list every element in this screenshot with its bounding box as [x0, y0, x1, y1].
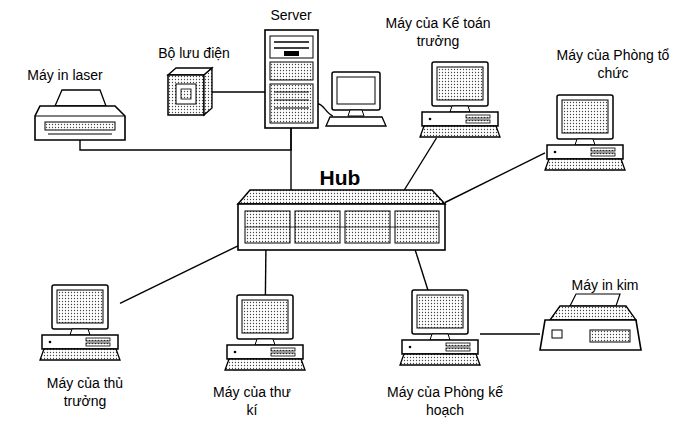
- computer-icon: [225, 295, 305, 370]
- device-label: Máy của thư kí: [212, 383, 292, 419]
- network-cable: [404, 138, 436, 190]
- device-label: Bộ lưu điện: [140, 44, 248, 62]
- laser-printer: [35, 90, 125, 140]
- device-label: Server: [255, 6, 327, 24]
- device-title: Hub: [300, 166, 380, 190]
- ups-box: [168, 68, 212, 115]
- computer-icon: [400, 290, 480, 365]
- server-tower: [265, 30, 318, 128]
- printer-node: Máy in laser: [35, 90, 125, 140]
- computer-icon: [545, 95, 625, 170]
- network-cable: [445, 153, 545, 203]
- computer-icon: [40, 285, 120, 360]
- network-cable: [415, 250, 428, 290]
- network-cable: [120, 246, 238, 304]
- device-label: Máy của thủ trưởng: [44, 374, 126, 410]
- network-cable: [80, 128, 291, 150]
- server-node: Server: [265, 30, 318, 128]
- server-monitor: [318, 72, 386, 126]
- device-label: Máy của Phòng tổ chức: [556, 46, 670, 82]
- computer-node: Máy của Kế toán trưởng: [420, 62, 500, 138]
- computer-icon: [420, 62, 500, 137]
- device-label: Máy của Phòng kế hoạch: [386, 383, 504, 419]
- printer-node: Máy in kim: [540, 294, 641, 350]
- hub-node: Hub: [238, 190, 445, 250]
- hub-device: [238, 190, 445, 250]
- computer-node: Máy của Phòng kế hoạch: [400, 290, 480, 366]
- computer-node: Máy của thủ trưởng: [40, 285, 120, 361]
- dot-matrix-printer: [540, 294, 641, 350]
- device-label: Máy của Kế toán trưởng: [382, 14, 494, 50]
- network-cable: [480, 333, 540, 334]
- network-cable: [265, 250, 267, 295]
- computer-node: Máy của Phòng tổ chức: [545, 95, 625, 171]
- device-label: Máy in kim: [553, 276, 657, 294]
- computer-node: Máy của thư kí: [225, 295, 305, 371]
- network-cable: [212, 91, 265, 92]
- device-label: Máy in laser: [18, 66, 112, 84]
- ups-node: Bộ lưu điện: [168, 68, 212, 115]
